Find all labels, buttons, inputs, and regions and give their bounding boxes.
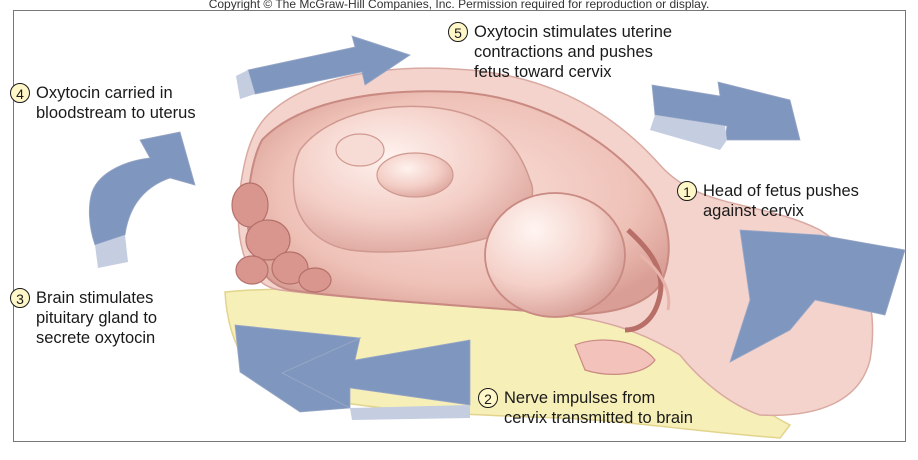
intestines <box>231 182 332 293</box>
step-4: 4 Oxytocin carried in bloodstream to ute… <box>10 83 196 123</box>
arrow-right <box>729 229 906 363</box>
step-number-badge: 1 <box>677 181 697 201</box>
step-text: Oxytocin stimulates uterine contractions… <box>474 23 673 81</box>
arrow-top-right <box>651 81 801 141</box>
pubic-bone <box>574 339 656 375</box>
fetus-arm <box>376 152 454 198</box>
copyright-notice: Copyright © The McGraw-Hill Companies, I… <box>208 0 710 11</box>
step-3: 3 Brain stimulates pituitary gland to se… <box>10 288 157 348</box>
step-text: Brain stimulates pituitary gland to secr… <box>36 289 158 347</box>
feedback-arrows <box>88 35 906 420</box>
cervix <box>624 228 664 333</box>
step-number-badge: 4 <box>10 83 30 103</box>
fetus-foot <box>335 133 385 167</box>
step-text: Nerve impulses from cervix transmitted t… <box>504 389 693 427</box>
step-2: 2 Nerve impulses from cervix transmitted… <box>478 388 693 428</box>
step-text: Head of fetus pushes against cervix <box>703 182 859 220</box>
step-text: Oxytocin carried in bloodstream to uteru… <box>36 84 196 122</box>
arrow-left <box>88 131 196 246</box>
step-1: 1 Head of fetus pushes against cervix <box>677 181 859 221</box>
step-number-badge: 5 <box>448 22 468 42</box>
step-number-badge: 2 <box>478 388 498 408</box>
arrow-top <box>247 35 411 95</box>
step-number-badge: 3 <box>10 288 30 308</box>
step-5: 5 Oxytocin stimulates uterine contractio… <box>448 22 672 82</box>
fetus-head <box>484 192 626 318</box>
